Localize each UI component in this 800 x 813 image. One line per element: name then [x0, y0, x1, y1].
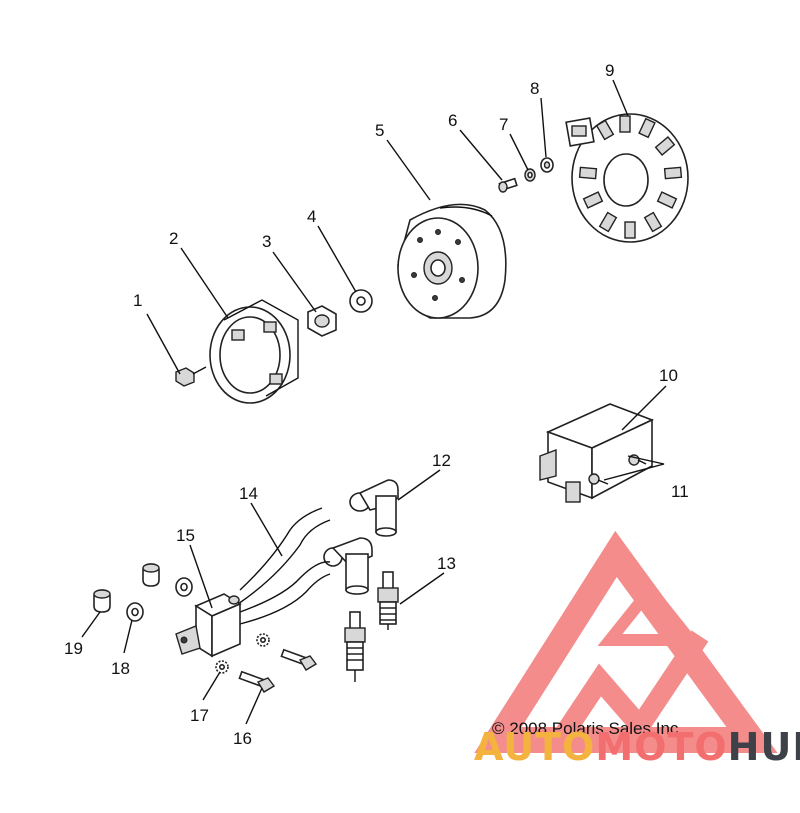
spark-plug-left: [344, 611, 366, 682]
part-flywheel-5: [397, 203, 507, 319]
part-bolts-16: [238, 648, 318, 693]
callout-5: 5: [375, 121, 384, 140]
callout-8: 8: [530, 79, 539, 98]
callout-17: 17: [190, 706, 209, 725]
part-screw-6: [498, 177, 518, 193]
callout-6: 6: [448, 111, 457, 130]
callout-1: 1: [133, 291, 142, 310]
part-cdi-box-10: [539, 403, 655, 503]
callout-11: 11: [671, 482, 689, 501]
callout-16: 16: [233, 729, 252, 748]
callout-7: 7: [499, 115, 508, 134]
copyright-text: © 2008 Polaris Sales Inc.: [492, 719, 683, 738]
watermark-logo: [474, 530, 778, 753]
callout-12: 12: [432, 451, 451, 470]
callout-numbers: 1 2 3 4 5 6 7 8 9 10 11 12 13 14 15 16 1…: [64, 61, 689, 748]
part-spark-plugs-13: [344, 571, 399, 682]
part-washers-18: [126, 577, 193, 622]
part-plug-boot-12: [349, 479, 399, 537]
brand-auto: AUTO: [474, 725, 595, 769]
spark-plug-right: [377, 571, 399, 630]
part-stator-9: [565, 113, 689, 243]
callout-14: 14: [239, 484, 258, 503]
brand-hub: HUB: [728, 725, 800, 769]
part-starter-cup-2: [209, 299, 299, 404]
stator-coils: [578, 115, 683, 239]
brand-moto: MOTO: [595, 725, 727, 769]
callout-18: 18: [111, 659, 130, 678]
part-plug-boot-lower: [323, 537, 373, 595]
leader-lines: [81, 79, 667, 725]
callout-4: 4: [307, 207, 316, 226]
callout-2: 2: [169, 229, 178, 248]
part-washer-4: [349, 289, 373, 313]
part-ht-leads-14: [237, 507, 331, 625]
callout-13: 13: [437, 554, 456, 573]
part-lockwasher-7: [524, 168, 536, 182]
callout-3: 3: [262, 232, 271, 251]
part-washer-8: [540, 157, 554, 173]
part-bushings-19: [93, 563, 160, 613]
callout-15: 15: [176, 526, 195, 545]
part-star-washers-17: [215, 633, 270, 674]
callout-9: 9: [605, 61, 614, 80]
callout-10: 10: [659, 366, 678, 385]
watermark-brand: AUTOMOTOHUB: [474, 725, 800, 769]
part-nut-3: [307, 305, 337, 337]
part-ignition-coil-15: [175, 593, 242, 658]
part-bolt-1: [175, 366, 207, 387]
callout-19: 19: [64, 639, 83, 658]
